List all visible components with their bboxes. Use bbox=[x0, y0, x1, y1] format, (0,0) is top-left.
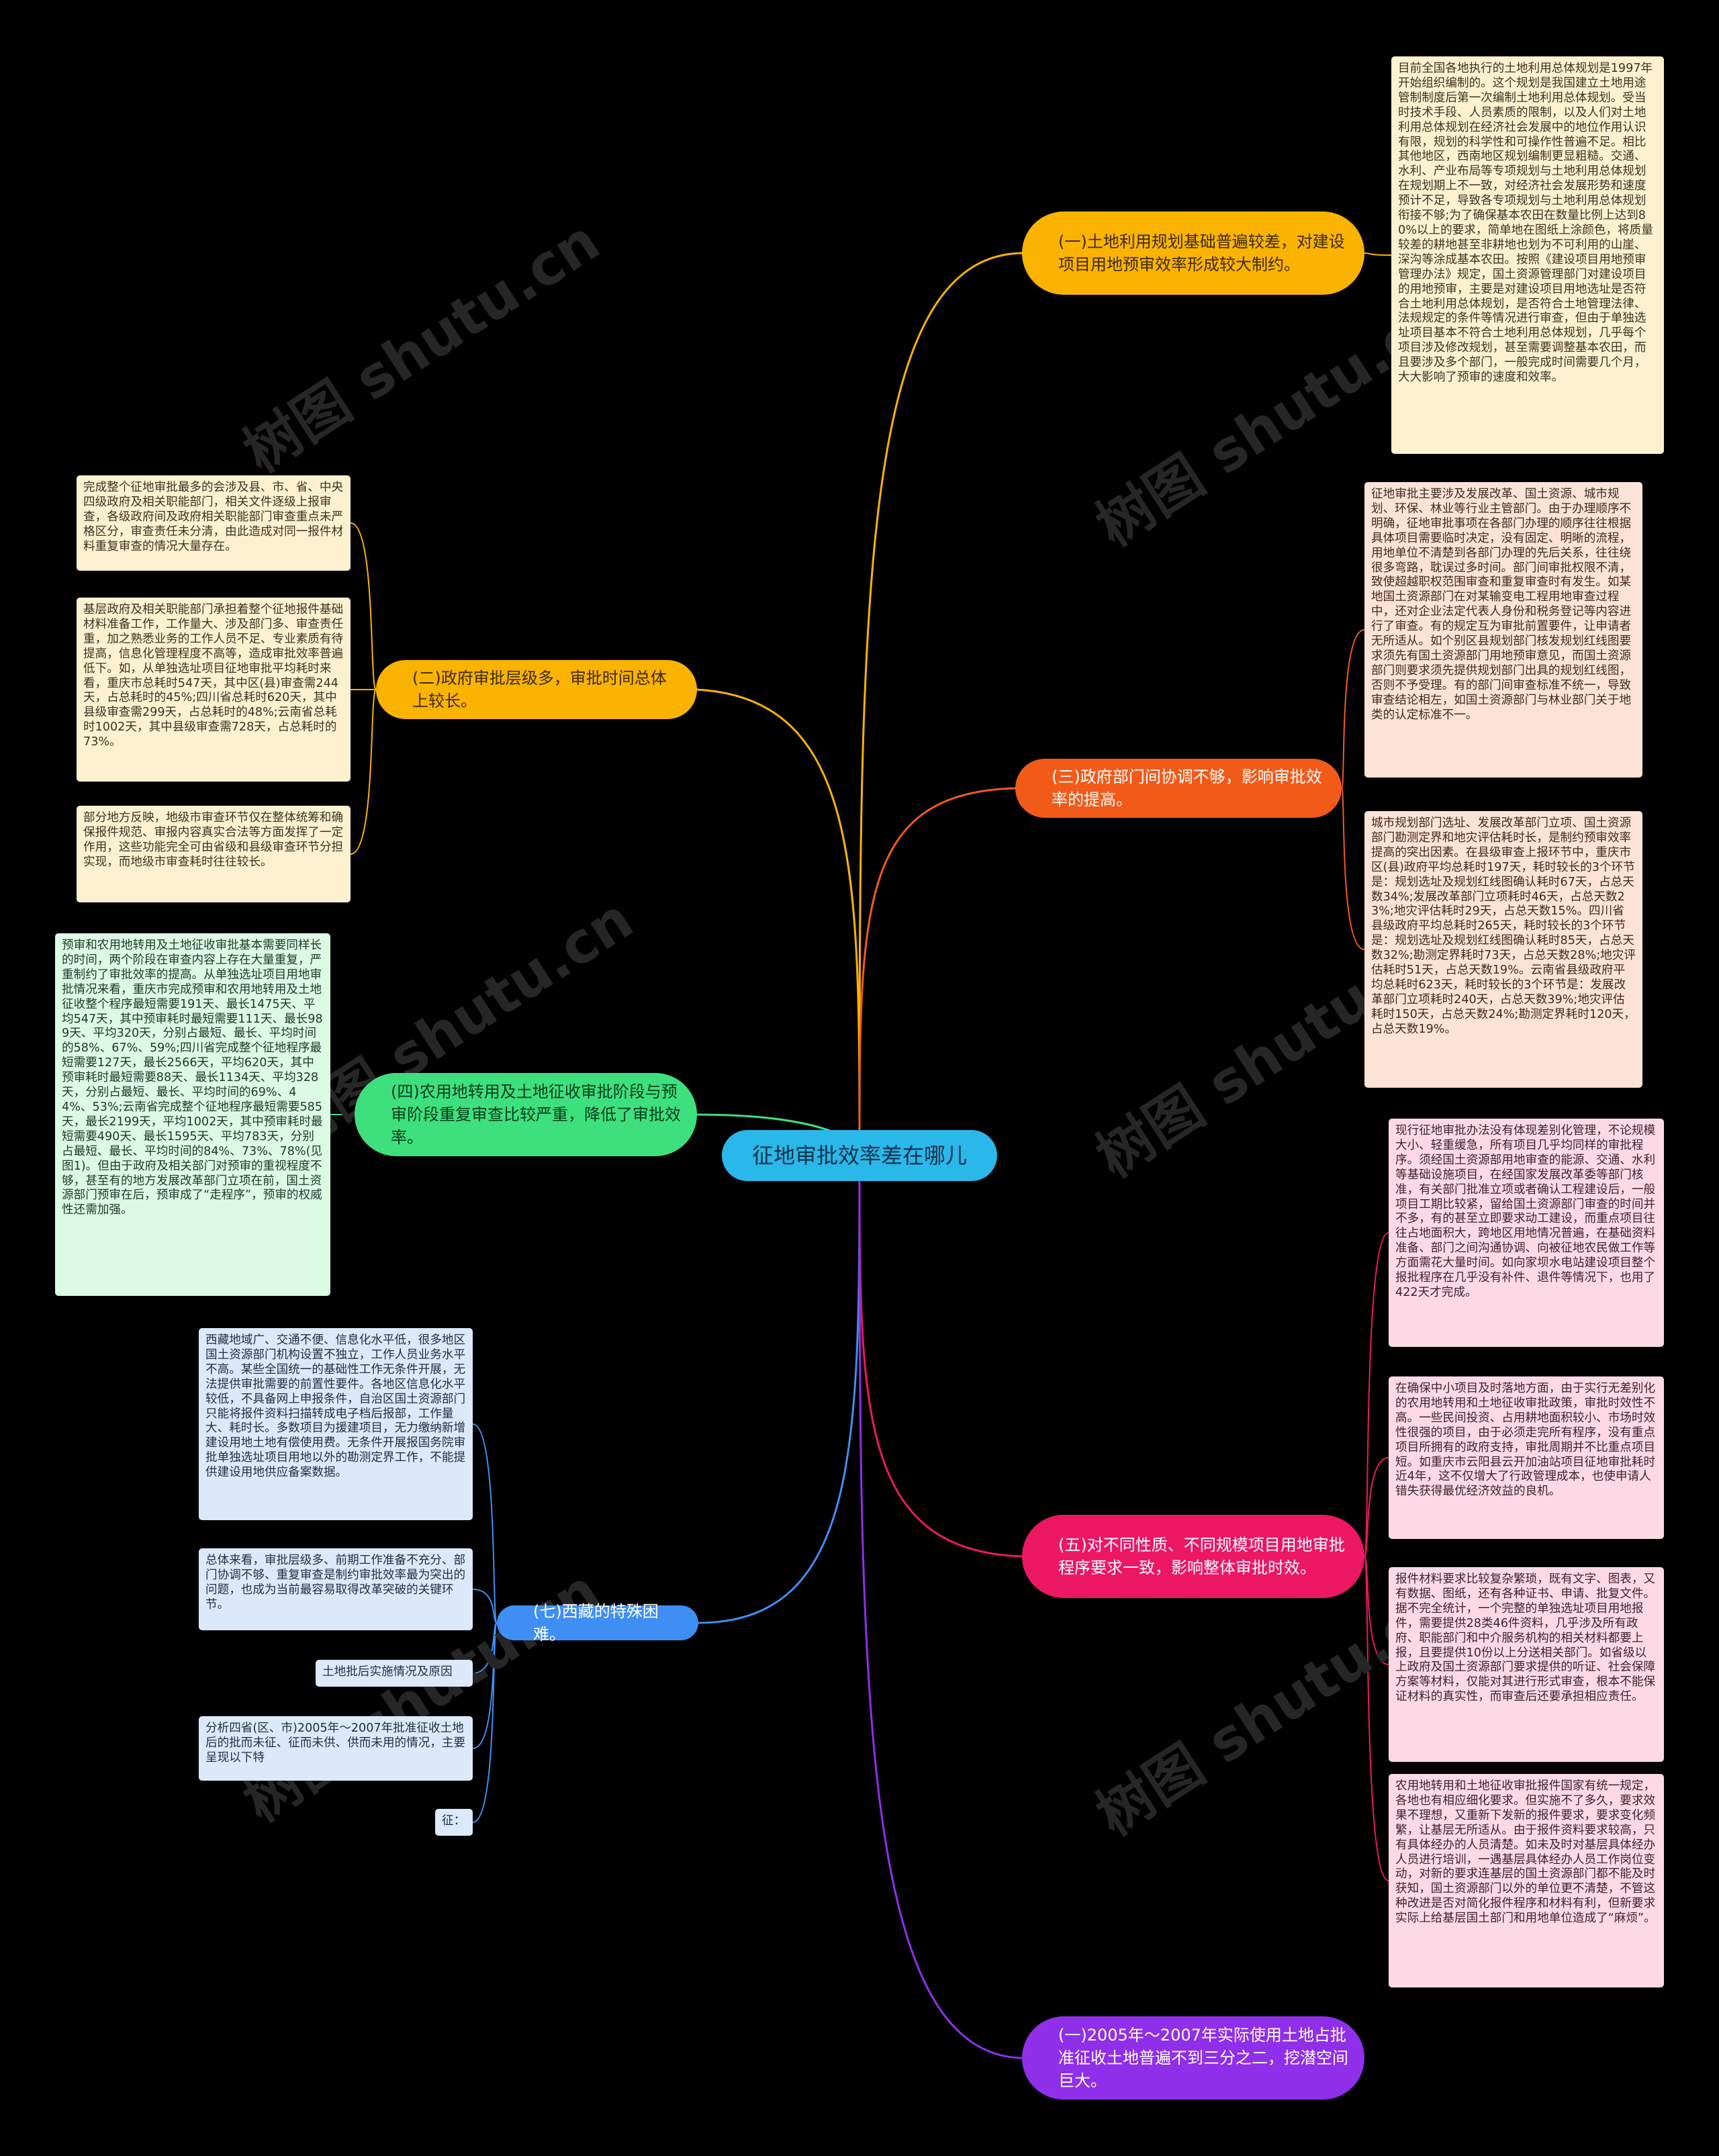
connector-branch-6 bbox=[697, 1154, 861, 1624]
branch-land-planning[interactable]: (一)土地利用规划基础普遍较差，对建设项目用地预审效率形成较大制约。 bbox=[1022, 212, 1364, 295]
leaf-text: 土地批后实施情况及原因 bbox=[316, 1660, 473, 1687]
leaf-text: 分析四省(区、市)2005年～2007年批准征收土地后的批而未征、征而未供、供而… bbox=[199, 1716, 473, 1781]
connector-branch-1 bbox=[858, 252, 1023, 1157]
connector-leaf-b2-0 bbox=[350, 522, 377, 690]
root-node[interactable]: 征地审批效率差在哪儿 bbox=[722, 1130, 997, 1181]
leaf-text: 城市规划部门选址、发展改革部门立项、国土资源部门勘测定界和地灾评估耗时长，是制约… bbox=[1364, 811, 1642, 1088]
connector-leaf-b5-0 bbox=[1364, 1232, 1389, 1557]
connector-branch-7 bbox=[858, 1154, 1023, 2059]
connector-leaf-b6-0 bbox=[472, 1423, 498, 1624]
branch-department-coordination[interactable]: (三)政府部门间协调不够，影响审批效率的提高。 bbox=[1015, 759, 1342, 818]
leaf-text: 现行征地审批办法没有体现差别化管理，不论规模大小、轻重缓急，所有项目几乎均同样的… bbox=[1389, 1119, 1664, 1347]
connector-leaf-b5-1 bbox=[1364, 1457, 1389, 1557]
leaf-text: 基层政府及相关职能部门承担着整个征地报件基础材料准备工作，工作量大、涉及部门多、… bbox=[77, 598, 351, 782]
connector-leaf-b1-0 bbox=[1364, 252, 1392, 256]
leaf-text: 征： bbox=[435, 1809, 473, 1836]
leaf-text: 目前全国各地执行的土地利用总体规划是1997年开始组织编制的。这个规划是我国建立… bbox=[1391, 56, 1664, 454]
connector-branch-5 bbox=[858, 1154, 1023, 1558]
connector-leaf-b5-3 bbox=[1364, 1556, 1389, 1881]
leaf-text: 预审和农用地转用及土地征收审批基本需要同样长的时间，两个阶段在审查内容上存在大量… bbox=[55, 933, 330, 1296]
branch-uniform-procedure[interactable]: (五)对不同性质、不同规模项目用地审批程序要求一致，影响整体审批时效。 bbox=[1022, 1515, 1364, 1598]
connector-leaf-b2-2 bbox=[350, 689, 377, 855]
connector-branch-3 bbox=[858, 787, 1017, 1157]
branch-tibet-difficulties[interactable]: (七)西藏的特殊困难。 bbox=[497, 1602, 698, 1644]
leaf-text: 总体来看，审批层级多、前期工作准备不充分、部门协调不够、重复审查是制约审批效率最… bbox=[199, 1548, 473, 1630]
leaf-text: 部分地方反映，地级市审查环节仅在整体统筹和确保报件规范、审报内容真实合法等方面发… bbox=[77, 806, 351, 902]
connector-branch-2 bbox=[696, 688, 861, 1157]
connector-leaf-b3-0 bbox=[1341, 629, 1365, 789]
connector-leaf-b6-4 bbox=[472, 1622, 498, 1823]
leaf-text: 在确保中小项目及时落地方面，由于实行无差别化的农用地转用和土地征收审批政策，审批… bbox=[1389, 1376, 1664, 1539]
connector-leaf-b5-2 bbox=[1364, 1556, 1389, 1665]
branch-land-usage-potential[interactable]: (一)2005年～2007年实际使用土地占批准征收土地普遍不到三分之二，挖潜空间… bbox=[1022, 2016, 1364, 2100]
leaf-text: 完成整个征地审批最多的会涉及县、市、省、中央四级政府及相关职能部门，相关文件逐级… bbox=[77, 475, 351, 571]
connector-leaf-b3-1 bbox=[1341, 788, 1365, 950]
leaf-text: 西藏地域广、交通不便、信息化水平低，很多地区国土资源部门机构设置不独立，工作人员… bbox=[199, 1328, 473, 1520]
connector-leaf-b6-1 bbox=[472, 1589, 498, 1624]
branch-duplicate-review[interactable]: (四)农用地转用及土地征收审批阶段与预审阶段重复审查比较严重，降低了审批效率。 bbox=[355, 1073, 697, 1156]
leaf-text: 农用地转用和土地征收审批报件国家有统一规定，各地也有相应细化要求。但实施不了多久… bbox=[1389, 1774, 1664, 1987]
leaf-text: 征地审批主要涉及发展改革、国土资源、城市规划、环保、林业等行业主管部门。由于办理… bbox=[1364, 482, 1642, 778]
branch-approval-levels[interactable]: (二)政府审批层级多，审批时间总体上较长。 bbox=[376, 660, 697, 719]
leaf-text: 报件材料要求比较复杂繁琐，既有文字、图表，又有数据、图纸，还有各种证书、申请、批… bbox=[1389, 1567, 1664, 1762]
